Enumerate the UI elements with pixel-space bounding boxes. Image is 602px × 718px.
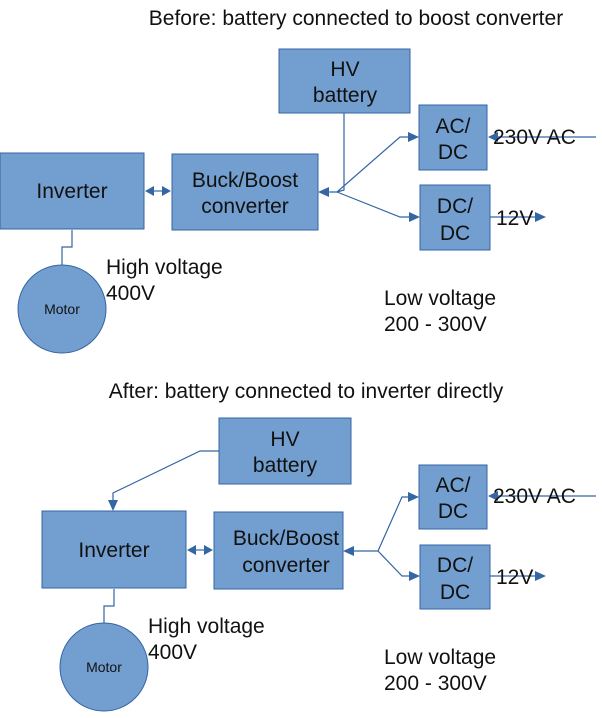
svg-text:Buck/Boost: Buck/Boost (192, 169, 298, 192)
after-motor: Motor (59, 622, 149, 712)
arrow-to-buck-left-icon (162, 186, 171, 196)
svg-text:battery: battery (253, 454, 318, 477)
before-high-voltage-value: 400V (106, 282, 155, 305)
svg-text:DC: DC (438, 500, 468, 523)
svg-text:converter: converter (242, 554, 330, 577)
before-motor: Motor (17, 264, 107, 354)
arrow-12v-out-icon (535, 212, 546, 222)
before-inverter: Inverter (0, 152, 145, 230)
arrow-to-dcdc-icon (409, 212, 420, 222)
before-title: Before: battery connected to boost conve… (149, 7, 563, 30)
after-high-voltage-value: 400V (148, 641, 197, 664)
svg-text:Motor: Motor (86, 659, 122, 675)
inverter-to-motor-wire (103, 589, 115, 624)
junction-to-dcdc-wire (336, 191, 414, 218)
after-high-voltage-label: High voltage (148, 615, 265, 638)
after-ac-input-label: 230V AC (493, 485, 576, 508)
battery-to-inverter-wire (112, 450, 219, 503)
after-low-voltage-value: 200 - 300V (384, 672, 487, 695)
after-wires (103, 450, 596, 624)
arrow-to-acdc-icon (408, 492, 419, 502)
svg-text:Motor: Motor (44, 301, 80, 317)
svg-text:Inverter: Inverter (78, 539, 149, 562)
before-high-voltage-label: High voltage (106, 256, 223, 279)
arrow-to-buck-icon (318, 187, 329, 197)
before-low-voltage-label: Low voltage (384, 287, 496, 310)
after-hv-battery: HV battery (218, 417, 352, 485)
junction-to-acdc-wire (328, 136, 414, 193)
arrow-to-buck-left-icon (204, 545, 213, 555)
after-acdc: AC/ DC (418, 464, 488, 530)
svg-text:HV: HV (270, 428, 299, 451)
before-dcdc: DC/ DC (419, 184, 491, 251)
junction-to-dcdc-wire (377, 550, 414, 577)
arrow-ac-in-icon (488, 132, 498, 142)
before-wires (61, 113, 596, 265)
arrow-to-inverter-icon (145, 186, 154, 196)
svg-text:DC/: DC/ (437, 195, 473, 218)
before-low-voltage-value: 200 - 300V (384, 313, 487, 336)
before-ac-input-label: 230V AC (493, 126, 576, 149)
before-dc-output-label: 12V (496, 207, 533, 230)
before-hv-battery: HV battery (278, 48, 411, 114)
svg-text:battery: battery (313, 84, 378, 107)
svg-text:Buck/Boost: Buck/Boost (233, 527, 339, 550)
before-acdc: AC/ DC (418, 104, 488, 171)
svg-text:DC/: DC/ (437, 554, 473, 577)
arrow-to-dcdc-icon (409, 571, 420, 581)
arrow-ac-in-icon (488, 491, 498, 501)
svg-text:HV: HV (330, 58, 359, 81)
after-title: After: battery connected to inverter dir… (109, 380, 504, 403)
arrow-to-inverter-top-icon (108, 500, 118, 511)
arrow-to-acdc-icon (408, 132, 419, 142)
after-low-voltage-label: Low voltage (384, 646, 496, 669)
svg-text:Inverter: Inverter (36, 180, 107, 203)
svg-text:AC/: AC/ (435, 474, 470, 497)
after-dc-output-label: 12V (496, 566, 533, 589)
before-diagram: Before: battery connected to boost conve… (0, 7, 596, 354)
junction-to-acdc-wire (352, 496, 414, 552)
before-buck-boost-converter: Buck/Boost converter (171, 153, 319, 231)
svg-text:DC: DC (440, 222, 470, 245)
svg-text:AC/: AC/ (435, 115, 470, 138)
after-diagram: After: battery connected to inverter dir… (41, 380, 596, 712)
arrow-12v-out-icon (535, 571, 546, 581)
after-dcdc: DC/ DC (419, 544, 491, 610)
arrow-to-inverter-icon (187, 545, 196, 555)
after-inverter: Inverter (41, 510, 187, 589)
arrow-to-buck-icon (343, 546, 354, 556)
battery-to-junction-wire (336, 113, 345, 193)
svg-text:DC: DC (440, 581, 470, 604)
after-buck-boost-converter: Buck/Boost converter (213, 511, 344, 590)
svg-text:converter: converter (201, 195, 289, 218)
inverter-to-motor-wire (61, 230, 73, 265)
svg-text:DC: DC (438, 141, 468, 164)
